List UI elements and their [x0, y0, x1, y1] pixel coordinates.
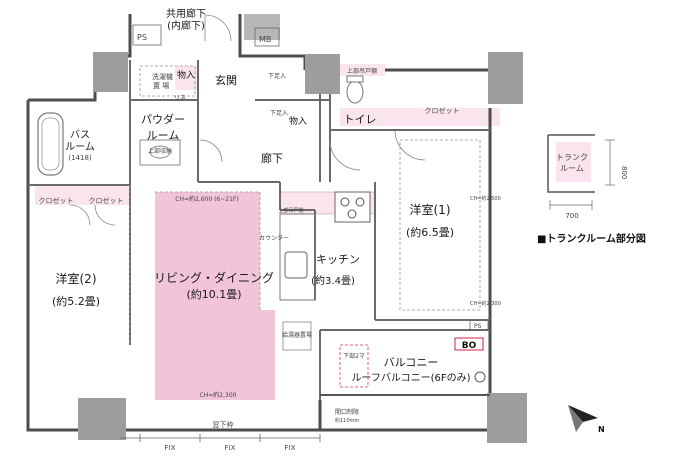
toilet-tank: [346, 75, 364, 83]
burner-3: [347, 209, 357, 219]
label-counter: カウンター: [259, 234, 289, 242]
label-trunk-dim-v: 800: [620, 166, 628, 179]
label-powder-storage: 上部収納: [148, 147, 172, 155]
label-powder: パウダー: [141, 112, 185, 126]
label-trunk-1: トランク: [556, 153, 588, 162]
label-escape: 下部2マ: [343, 352, 365, 360]
compass-rose: [568, 405, 598, 432]
kitchen-sink: [284, 251, 308, 279]
structural-columns: [78, 14, 527, 443]
closet-strip-top: [340, 108, 500, 126]
label-western1-size: (約6.5畳): [406, 225, 454, 239]
label-western2-size: (約5.2畳): [52, 294, 100, 308]
label-shoe1: 下足入: [268, 73, 286, 80]
label-laundry-sub: 置 場: [153, 81, 169, 90]
label-upper-shelf: 上部吊戸棚: [347, 67, 377, 75]
label-shutter-sub: 約110mm: [335, 417, 359, 424]
label-pipe-space: 給湯器置場: [282, 331, 312, 339]
label-closet-b: クロゼット: [89, 196, 124, 205]
label-living-size: (約10.1畳): [186, 287, 241, 301]
bo-box: [454, 337, 484, 351]
label-kitchen-upper: 上部吊戸棚: [278, 207, 303, 214]
ps-box-top: [132, 24, 162, 46]
label-storage-small: リネ: [174, 95, 186, 102]
label-bath-2: ルーム: [65, 141, 95, 153]
bathtub: [37, 112, 64, 176]
label-kitchen-size: (約3.4畳): [311, 274, 355, 287]
door-swings: [69, 14, 426, 226]
pipe-space-box: [282, 321, 312, 351]
label-corridor-common-sub: (内廊下): [167, 19, 205, 32]
label-toilet: トイレ: [344, 113, 377, 126]
label-western2: 洋室(2): [56, 271, 97, 286]
label-window-sill: 窓下枠: [213, 420, 234, 429]
trunk-room-detail: [547, 134, 595, 193]
label-ceiling-w1: CH=約2,500: [470, 195, 501, 202]
ps-box-bottom: [469, 319, 489, 331]
label-roof-balcony: ルーフバルコニー(6Fのみ): [351, 372, 470, 384]
washbasin: [139, 139, 181, 166]
label-entrance: 玄関: [215, 73, 237, 87]
window-markers: [120, 434, 321, 442]
label-closet-top: クロゼット: [425, 106, 460, 115]
drain-circle: [474, 371, 486, 383]
label-ceiling-w1-b: CH=約2,300: [470, 300, 501, 307]
burner-2: [355, 197, 365, 207]
label-fix1: FIX: [165, 444, 176, 452]
label-storage2: 物入: [289, 115, 307, 127]
label-bo: BO: [462, 341, 477, 351]
upper-shelf-toilet: [340, 64, 385, 76]
label-bath: バス: [70, 129, 90, 141]
label-hallway: 廊下: [261, 151, 283, 165]
label-kitchen: キッチン: [316, 253, 360, 266]
living-dining-notch: [170, 310, 275, 400]
label-ceiling-living: CH=約2,600 (6~21F): [175, 195, 238, 203]
label-shoe2: 下足入: [270, 110, 288, 117]
kitchen-counter: [279, 213, 316, 301]
label-bath-size: (1418): [68, 154, 92, 162]
mb-box: [254, 27, 280, 47]
label-western1: 洋室(1): [410, 202, 451, 217]
trunk-room-pink: [556, 142, 591, 182]
label-storage1: 物入: [177, 69, 195, 81]
toilet-bowl: [346, 80, 364, 104]
trunk-dimension-lines: [549, 139, 615, 210]
label-ps-top: PS: [137, 33, 147, 42]
washbasin-bowl: [149, 145, 171, 159]
trunk-caption: ■トランクルーム部分図: [537, 232, 646, 245]
bathtub-inner: [41, 117, 60, 171]
dashed-lines: [129, 65, 481, 345]
burner-1: [340, 197, 350, 207]
compass-label: N: [598, 425, 605, 434]
label-trunk-2: ルーム: [560, 164, 584, 173]
label-laundry: 洗濯機: [152, 72, 173, 81]
label-corridor-common: 共用廊下: [166, 7, 206, 20]
stove: [334, 191, 371, 223]
label-closet-a: クロゼット: [39, 196, 74, 205]
label-living: リビング・ダイニング: [154, 270, 274, 285]
label-powder-2: ルーム: [147, 129, 180, 142]
label-trunk-dim-h: 700: [565, 212, 578, 220]
storage-pink: [175, 66, 197, 90]
label-ceiling-living-bottom: CH=約2,300: [200, 391, 237, 399]
label-shutter: 開口制限: [335, 408, 359, 416]
label-fix2: FIX: [225, 444, 236, 452]
label-fix3: FIX: [285, 444, 296, 452]
label-balcony: バルコニー: [384, 356, 439, 369]
label-mb: MB: [259, 35, 271, 44]
label-ps-bottom: PS: [474, 323, 482, 330]
closet-strip-left: [35, 185, 130, 205]
